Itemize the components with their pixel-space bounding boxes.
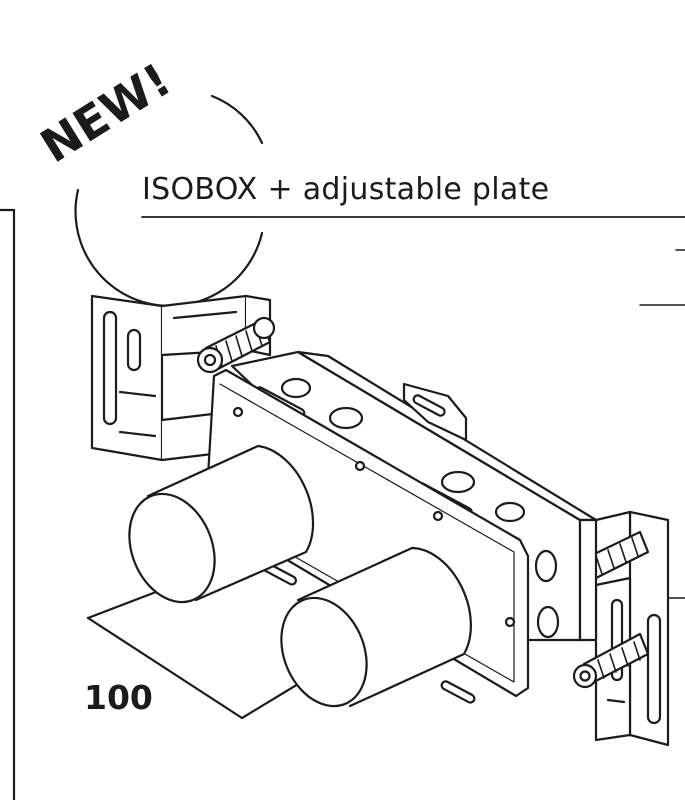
product-title: ISOBOX + adjustable plate xyxy=(142,172,550,207)
left-rod xyxy=(196,316,276,374)
badge-letters: NEW! xyxy=(31,52,180,173)
upper-cylinder xyxy=(128,444,315,604)
left-bracket xyxy=(90,294,272,462)
dimension-label: 100 xyxy=(84,678,153,717)
lower-cylinder xyxy=(280,546,472,708)
